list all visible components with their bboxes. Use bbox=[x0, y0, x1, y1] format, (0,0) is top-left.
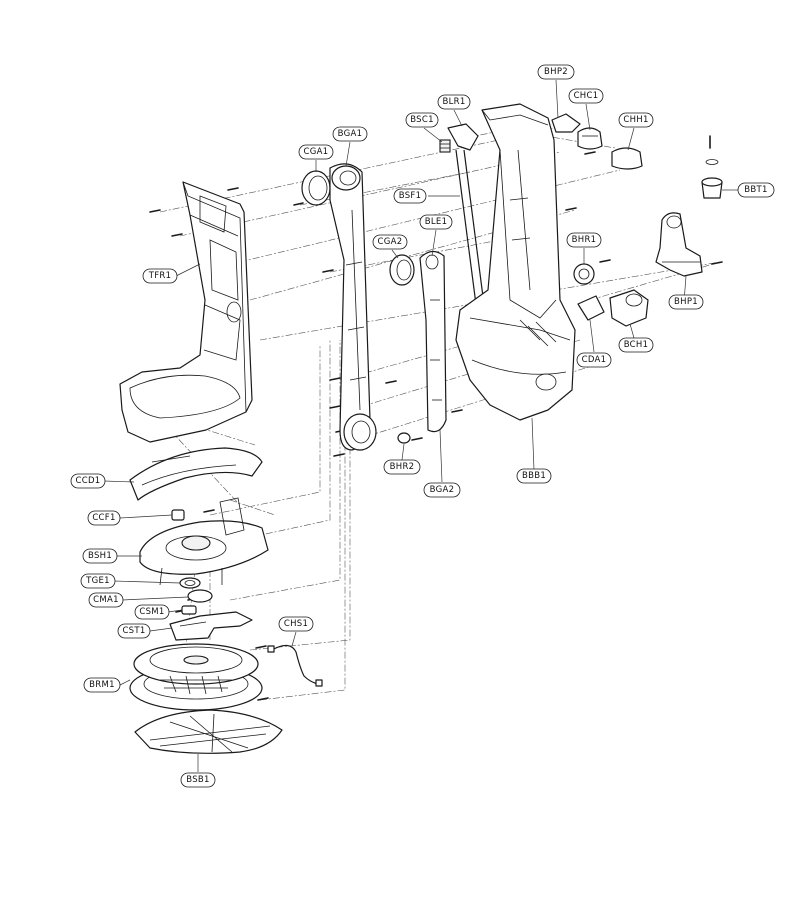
part-bhp2-bracket bbox=[551, 113, 581, 133]
part-bbt1-cap bbox=[701, 159, 723, 199]
callout-bbb1-label: BBB1 bbox=[522, 471, 546, 481]
callout-cst1-label: CST1 bbox=[122, 626, 145, 636]
callout-bga2-label: BGA2 bbox=[430, 485, 455, 495]
part-tfr1-frame bbox=[119, 181, 253, 443]
callout-csm1-label: CSM1 bbox=[139, 607, 164, 617]
part-csm1-switch bbox=[181, 605, 197, 615]
callout-bbb1: BBB1 bbox=[516, 468, 552, 484]
part-bch1-chamber bbox=[609, 289, 649, 327]
callout-bhp1: BHP1 bbox=[668, 294, 704, 310]
callout-cda1-label: CDA1 bbox=[582, 355, 607, 365]
callout-brm1-label: BRM1 bbox=[89, 680, 115, 690]
part-cga2-gasket bbox=[389, 254, 415, 286]
callout-cga1-label: CGA1 bbox=[304, 147, 329, 157]
part-bhr2-holder bbox=[397, 432, 411, 444]
callout-tge1-label: TGE1 bbox=[85, 576, 110, 586]
callout-bhp2-label: BHP2 bbox=[544, 67, 568, 77]
callout-bga2: BGA2 bbox=[423, 482, 461, 498]
part-bsf1-shaft bbox=[455, 149, 487, 321]
callout-bsb1: BSB1 bbox=[180, 772, 216, 788]
callout-cga2-label: CGA2 bbox=[378, 237, 403, 247]
part-cda1-adapter bbox=[577, 295, 605, 321]
part-bsc1-spring bbox=[439, 139, 451, 153]
callout-bga1: BGA1 bbox=[332, 126, 368, 142]
callout-bhp1-label: BHP1 bbox=[674, 297, 698, 307]
screws bbox=[149, 135, 723, 701]
part-bbb1-main-body bbox=[455, 103, 576, 421]
callout-tfr1: TFR1 bbox=[142, 268, 178, 284]
callout-tfr1-label: TFR1 bbox=[148, 271, 172, 281]
callout-bsc1-label: BSC1 bbox=[410, 115, 434, 125]
part-ccd1-cover-band bbox=[129, 447, 263, 501]
callout-bga1-label: BGA1 bbox=[338, 129, 363, 139]
callout-cga2: CGA2 bbox=[372, 234, 408, 250]
callout-cst1: CST1 bbox=[117, 623, 151, 639]
callout-blr1-label: BLR1 bbox=[442, 97, 465, 107]
part-bsb1-base-plate bbox=[134, 709, 283, 754]
callout-bhr1-label: BHR1 bbox=[572, 235, 597, 245]
callout-cma1-label: CMA1 bbox=[93, 595, 119, 605]
callout-bch1: BCH1 bbox=[618, 337, 654, 353]
callout-brm1: BRM1 bbox=[83, 677, 121, 693]
callout-chc1-label: CHC1 bbox=[574, 91, 599, 101]
callout-bhp2: BHP2 bbox=[537, 64, 575, 80]
part-ble1-link bbox=[419, 250, 447, 433]
callout-bsb1-label: BSB1 bbox=[186, 775, 210, 785]
callout-bsc1: BSC1 bbox=[405, 112, 439, 128]
callout-blr1: BLR1 bbox=[437, 94, 471, 110]
callout-cga1: CGA1 bbox=[298, 144, 334, 160]
part-cma1-mechanism bbox=[187, 589, 213, 603]
callout-ble1: BLE1 bbox=[419, 214, 453, 230]
callout-bch1-label: BCH1 bbox=[624, 340, 649, 350]
callout-tge1: TGE1 bbox=[80, 573, 116, 589]
callout-chh1-label: CHH1 bbox=[623, 115, 648, 125]
callout-bhr2-label: BHR2 bbox=[390, 462, 415, 472]
callout-cma1: CMA1 bbox=[88, 592, 124, 608]
part-chh1-holder bbox=[611, 147, 643, 170]
callout-bsh1-label: BSH1 bbox=[88, 551, 112, 561]
callout-bsf1: BSF1 bbox=[393, 188, 427, 204]
part-bhp1-handle-piece bbox=[655, 212, 703, 277]
callout-bbt1: BBT1 bbox=[737, 182, 775, 198]
callout-chs1-label: CHS1 bbox=[284, 619, 308, 629]
part-cst1-trigger bbox=[169, 611, 253, 641]
callout-ccd1-label: CCD1 bbox=[75, 476, 100, 486]
callout-bhr2: BHR2 bbox=[383, 459, 421, 475]
part-chs1-harness bbox=[267, 644, 323, 687]
callout-chs1: CHS1 bbox=[278, 616, 314, 632]
part-brm1-motor bbox=[129, 643, 263, 711]
callout-ccf1: CCF1 bbox=[87, 510, 121, 526]
callout-chc1: CHC1 bbox=[568, 88, 604, 104]
part-bhr1-ring bbox=[573, 263, 595, 285]
callout-bhr1: BHR1 bbox=[566, 232, 602, 248]
callout-ccd1: CCD1 bbox=[70, 473, 106, 489]
callout-ccf1-label: CCF1 bbox=[92, 513, 115, 523]
part-blr1-lever bbox=[447, 123, 479, 151]
callout-cda1: CDA1 bbox=[576, 352, 612, 368]
callout-ble1-label: BLE1 bbox=[425, 217, 448, 227]
part-tge1-gear bbox=[179, 577, 201, 589]
leader-lines bbox=[103, 79, 738, 772]
part-bga1-duct bbox=[329, 163, 377, 451]
callout-bbt1-label: BBT1 bbox=[744, 185, 767, 195]
part-bsh1-base-shell bbox=[139, 497, 269, 586]
callout-bsf1-label: BSF1 bbox=[399, 191, 422, 201]
callout-chh1: CHH1 bbox=[618, 112, 654, 128]
callout-csm1: CSM1 bbox=[134, 604, 170, 620]
part-cga1-gasket bbox=[301, 170, 331, 206]
part-ccf1-connector bbox=[171, 509, 185, 521]
part-chc1-clip bbox=[577, 127, 603, 150]
callout-bsh1: BSH1 bbox=[82, 548, 118, 564]
